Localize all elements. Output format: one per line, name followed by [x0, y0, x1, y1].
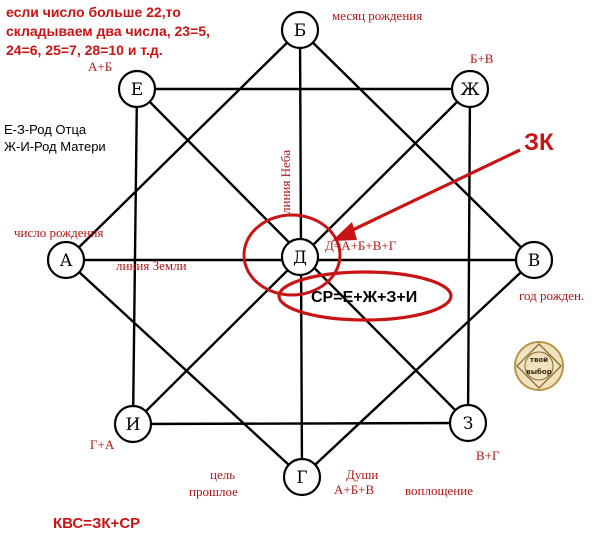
label-sr-formula: СР=Е+Ж+З+И: [311, 289, 417, 306]
label-goal: цель: [210, 467, 235, 482]
label-embodiment: воплощение: [405, 483, 473, 498]
note-line-2: складываем два числа, 23=5,: [6, 23, 210, 39]
square-bottom-edge: [132, 421, 469, 426]
label-month: месяц рождения: [332, 8, 422, 23]
node-i-letter: И: [126, 415, 141, 435]
emblem-text-2: выбор: [526, 368, 551, 376]
diamond-edge-g-a: [65, 259, 303, 478]
note-line-3: 24=6, 25=7, 28=10 и т.д.: [6, 42, 163, 58]
diamond-edge-a-b: [65, 29, 301, 261]
label-g-plus-a: Г+А: [90, 437, 115, 452]
node-d: Д: [280, 237, 320, 277]
label-birth-number: число рождения: [14, 225, 103, 240]
label-b-plus-v: Б+В: [470, 51, 494, 66]
node-a: А: [46, 240, 86, 280]
diamond-edge-b-v: [299, 29, 535, 261]
node-zh-letter: Ж: [460, 80, 479, 100]
label-earth-line: линия Земли: [116, 258, 187, 273]
node-v: В: [514, 240, 554, 280]
label-a-b-v: А+Б+В: [334, 482, 375, 497]
node-zh: Ж: [450, 69, 490, 109]
label-v-plus-g: В+Г: [476, 448, 500, 463]
zk-arrow-shaft: [339, 148, 521, 238]
zk-arrow-head: [332, 222, 357, 241]
legend-line-1: Е-З-Род Отца: [4, 122, 87, 137]
sr-highlight-ellipse: [277, 270, 453, 322]
label-kvs-formula: КВС=ЗК+СР: [53, 515, 140, 532]
node-a-letter: А: [60, 251, 73, 271]
node-b: Б: [280, 10, 320, 50]
node-z: З: [448, 403, 488, 443]
emblem-text-1: твой: [530, 356, 548, 364]
square-left-edge: [131, 88, 139, 425]
legend-line-2: Ж-И-Род Матери: [4, 139, 106, 154]
node-g-letter: Г: [296, 468, 307, 488]
node-d-letter: Д: [293, 248, 307, 268]
diamond-edge-v-g: [301, 259, 535, 478]
d-highlight-circle: [242, 213, 342, 297]
node-v-letter: В: [528, 251, 541, 271]
square-right-edge: [466, 88, 472, 424]
label-past: прошлое: [189, 484, 238, 499]
label-year: год рожден.: [519, 288, 584, 303]
label-d-formula: Д=А+Б+В+Г: [325, 238, 397, 253]
node-e-letter: Е: [131, 80, 143, 100]
note-line-1: если число больше 22,то: [6, 4, 181, 20]
label-zk: ЗК: [524, 129, 554, 156]
label-a-plus-b: А+Б: [88, 59, 112, 74]
node-z-letter: З: [463, 414, 474, 434]
label-sky-line: линия Неба: [278, 150, 293, 214]
node-e: Е: [117, 69, 157, 109]
choice-emblem: твой выбор: [514, 341, 564, 391]
label-souls: Души: [346, 467, 378, 482]
node-b-letter: Б: [294, 21, 307, 41]
node-i: И: [113, 404, 153, 444]
node-g: Г: [282, 457, 322, 497]
